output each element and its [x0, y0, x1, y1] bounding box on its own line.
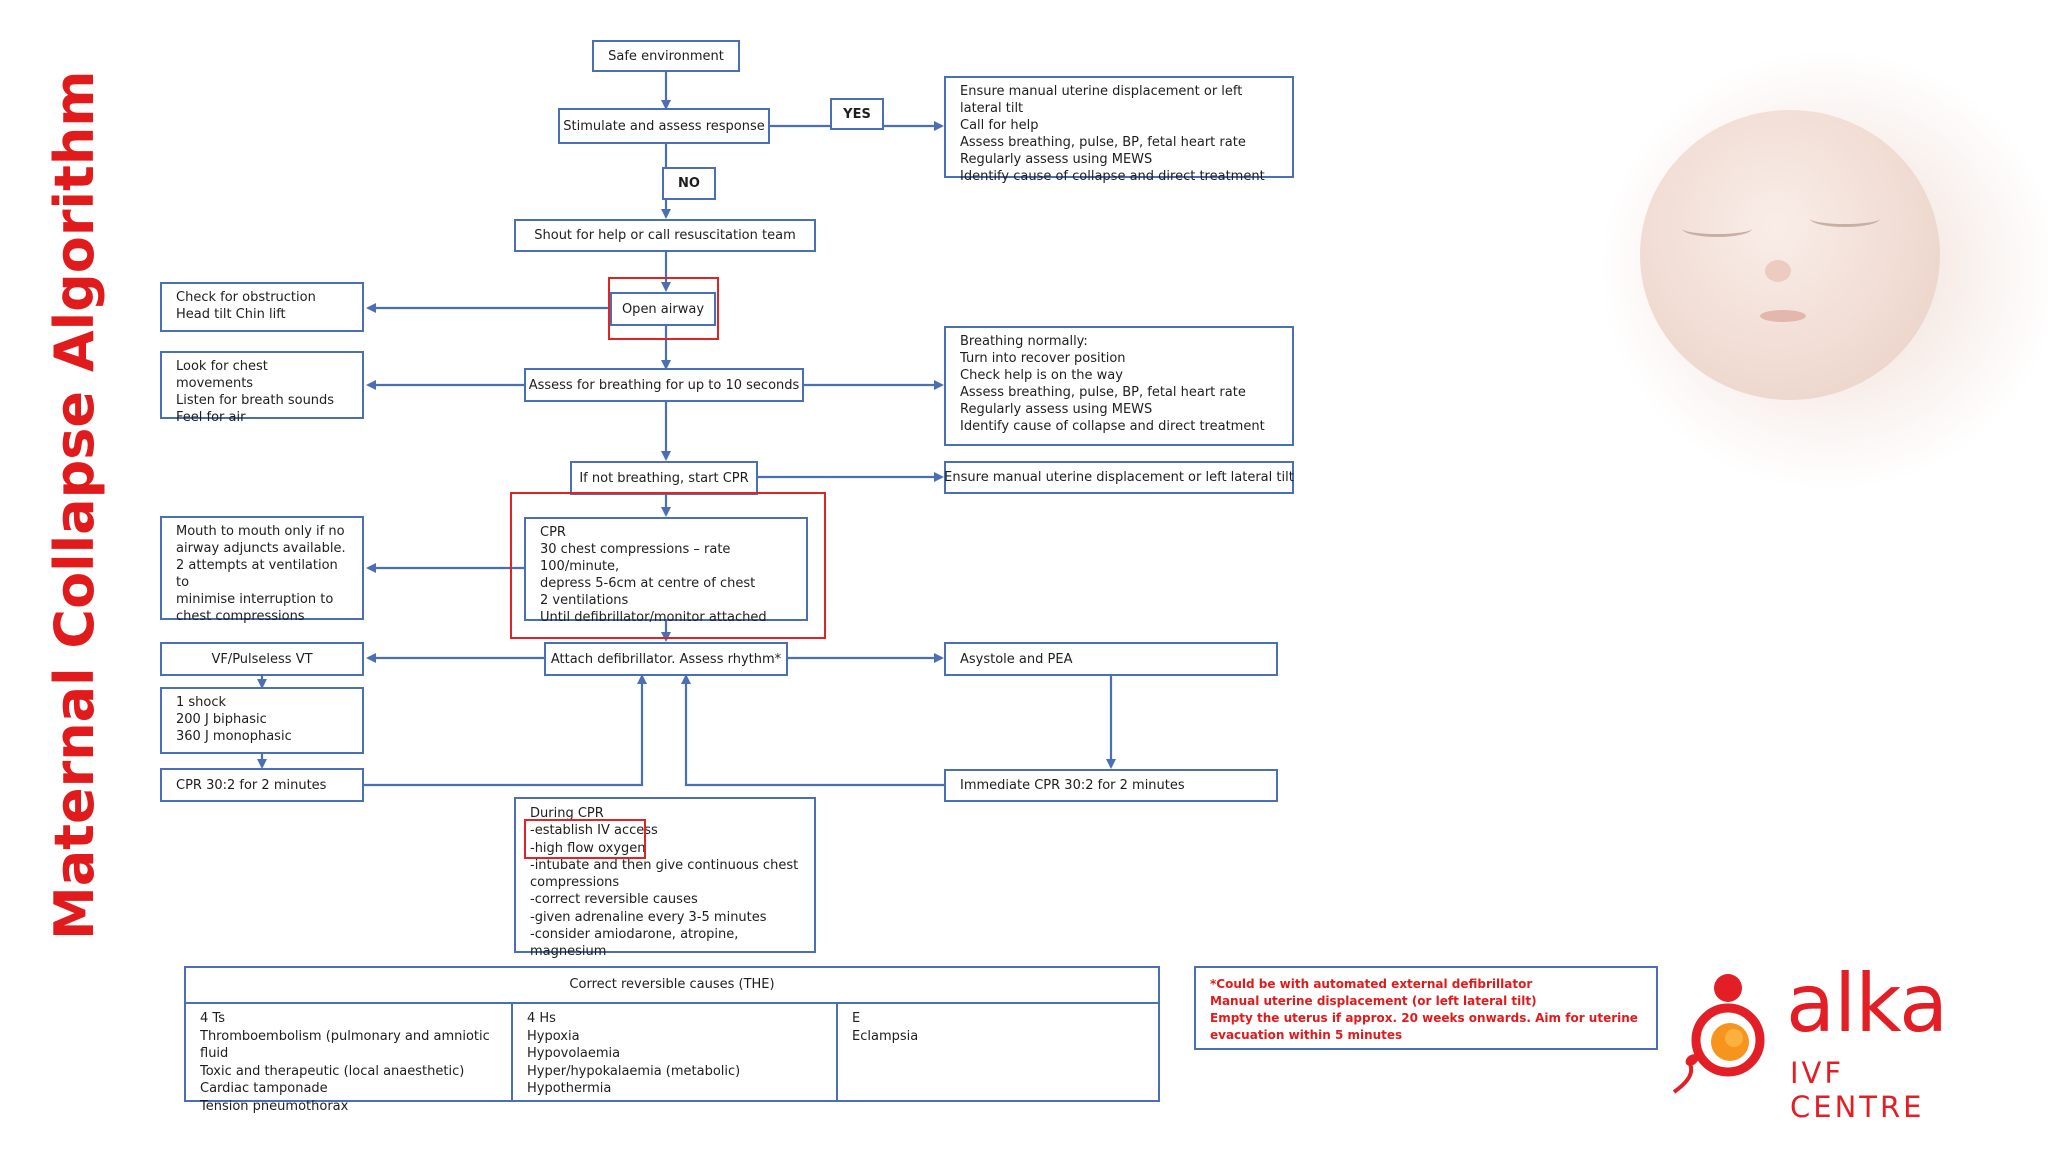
- baby-eye-left: [1682, 220, 1752, 237]
- alka-logo: alka IVF CENTRE: [1666, 957, 1966, 1124]
- logo-word: alka: [1786, 957, 1948, 1050]
- baby-mouth: [1760, 310, 1806, 322]
- box-shock: 1 shock 200 J biphasic 360 J monophasic: [160, 687, 364, 754]
- box-look-listen-feel: Look for chest movements Listen for brea…: [160, 351, 364, 425]
- table-col-4ts: 4 Ts Thromboembolism (pulmonary and amni…: [200, 1011, 490, 1114]
- reversible-causes-table: Correct reversible causes (THE) 4 Ts Thr…: [184, 966, 1160, 1114]
- baby-face: [1640, 110, 1940, 400]
- box-shout-help: Shout for help or call resuscitation tea…: [514, 219, 816, 252]
- box-uterine-displacement: Ensure manual uterine displacement or le…: [944, 461, 1294, 494]
- box-safe-environment: Safe environment: [592, 40, 740, 72]
- footnote-box: *Could be with automated external defibr…: [1194, 966, 1658, 1050]
- box-response-actions: Ensure manual uterine displacement or le…: [944, 76, 1294, 184]
- box-yes: YES: [830, 98, 884, 130]
- table-col-4hs: 4 Hs Hypoxia Hypovolaemia Hyper/hypokala…: [511, 1004, 836, 1102]
- highlight-cpr: [510, 492, 826, 639]
- baby-eye-right: [1810, 210, 1880, 227]
- box-no: NO: [662, 167, 716, 200]
- box-mouth-to-mouth: Mouth to mouth only if no airway adjunct…: [160, 516, 364, 624]
- highlight-iv-oxygen: [524, 819, 646, 859]
- box-asystole: Asystole and PEA: [944, 642, 1278, 676]
- box-obstruction: Check for obstruction Head tilt Chin lif…: [160, 282, 364, 332]
- highlight-open-airway: [608, 277, 719, 340]
- box-start-cpr: If not breathing, start CPR: [570, 461, 758, 495]
- box-cpr-2min: CPR 30:2 for 2 minutes: [160, 768, 364, 802]
- box-vf-vt: VF/Pulseless VT: [160, 642, 364, 676]
- box-open-airway: Open airway: [610, 292, 716, 326]
- baby-nose: [1765, 260, 1791, 282]
- logo-subtitle: IVF CENTRE: [1790, 1056, 1925, 1124]
- box-during-cpr: During CPR -establish IV access -high fl…: [514, 797, 816, 959]
- box-immediate-cpr: Immediate CPR 30:2 for 2 minutes: [944, 769, 1278, 802]
- box-breathing-normally: Breathing normally: Turn into recover po…: [944, 326, 1294, 446]
- box-cpr: CPR 30 chest compressions – rate 100/min…: [524, 517, 808, 625]
- baby-photo: [1440, 0, 2048, 560]
- table-header: Correct reversible causes (THE): [186, 968, 1158, 1004]
- arrow-cpr-loop-left: [364, 674, 647, 787]
- box-assess-breathing: Assess for breathing for up to 10 second…: [524, 368, 804, 402]
- box-stimulate: Stimulate and assess response: [558, 108, 770, 144]
- logo-mark-icon: [1672, 974, 1765, 1094]
- box-attach-defib: Attach defibrillator. Assess rhythm*: [544, 642, 788, 676]
- table-col-e: E Eclampsia: [836, 1004, 1158, 1102]
- arrow-cpr-loop-right: [681, 674, 944, 787]
